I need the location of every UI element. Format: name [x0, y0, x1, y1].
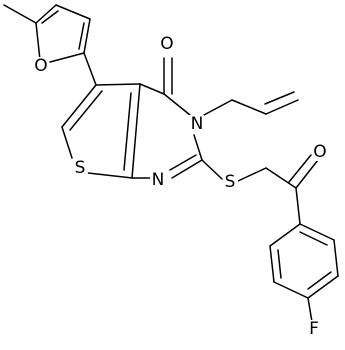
bond-s-ch2: [237, 167, 267, 182]
bond-furan-c5-o: [49, 52, 85, 63]
bond-ph-6-1: [299, 223, 335, 241]
atom-label-thiophene-sulfur: S: [75, 158, 86, 178]
bond-c3a-c7a-double: [123, 92, 132, 171]
bond-ph-6-1-inner: [299, 231, 328, 246]
bond-c2-s: [201, 159, 223, 180]
bond-c3a-c4: [139, 83, 165, 95]
bond-ph-3-4: [273, 281, 309, 299]
bond-allyl-ch-ch2: [265, 99, 299, 115]
bond-ph-2-3: [269, 245, 275, 283]
bond-n3-ch2: [203, 99, 233, 116]
bond-c4-n3: [163, 93, 191, 116]
bond-c2-n1: [171, 159, 203, 179]
bond-furan-o-c2: [35, 22, 41, 61]
thioether-chain: [201, 154, 319, 225]
bond-c3a-c7a: [131, 83, 141, 179]
bond-ph-5-6: [333, 239, 339, 277]
bond-n3-c2: [193, 134, 203, 161]
bond-ph-f: [307, 297, 313, 323]
bond-co-o: [295, 159, 319, 189]
bond-ph-4-5-inner: [307, 271, 332, 290]
atom-label-n3-nitrogen: N: [191, 114, 204, 134]
thiophene-ring: [61, 83, 141, 179]
bond-furan-c2-c3-double: [41, 10, 59, 24]
atom-label-thioether-sulfur: S: [225, 172, 236, 192]
bond-methyl: [3, 4, 37, 24]
bond-thio-c4-c5: [61, 84, 97, 128]
bond-thio-s-c7a: [87, 172, 133, 179]
bond-thio-c4-c3a: [95, 83, 141, 86]
bond-furan-c4-c5: [83, 18, 91, 54]
fluorophenyl-ring: [269, 223, 339, 323]
bond-co-o-double: [288, 154, 312, 183]
bond-ph-2-3-inner: [277, 249, 282, 279]
bond-furan-c2-c3: [35, 4, 57, 24]
bond-ch2-co: [265, 167, 297, 189]
bond-co-aryl: [295, 187, 301, 225]
bond-thio-c4-c5-double: [69, 90, 103, 131]
bond-ph-1-2: [269, 223, 301, 247]
methylfuran-group: [3, 4, 91, 63]
atom-labels: O O N S N S O F: [33, 34, 328, 339]
bond-ph-4-5: [307, 275, 339, 299]
bond-c2-n1-double: [169, 154, 197, 171]
atom-label-n1-nitrogen: N: [152, 170, 165, 190]
atom-label-ketone-oxygen: O: [313, 142, 326, 162]
pyrimidinone-ring: [123, 57, 203, 179]
bond-allyl-ch2-ch: [231, 99, 267, 115]
bond-allyl-ch-ch2-double: [264, 91, 295, 105]
bond-thio-c5-s: [61, 126, 73, 159]
bond-furan-thiophene: [83, 52, 97, 86]
atom-label-furan-oxygen: O: [34, 56, 47, 76]
atom-label-fluorine: F: [309, 319, 319, 339]
bond-furan-c4-c5-double: [78, 22, 85, 50]
allyl-group: [203, 91, 299, 116]
bond-furan-c3-c4: [55, 4, 91, 20]
atom-label-carbonyl-oxygen: O: [160, 34, 173, 54]
